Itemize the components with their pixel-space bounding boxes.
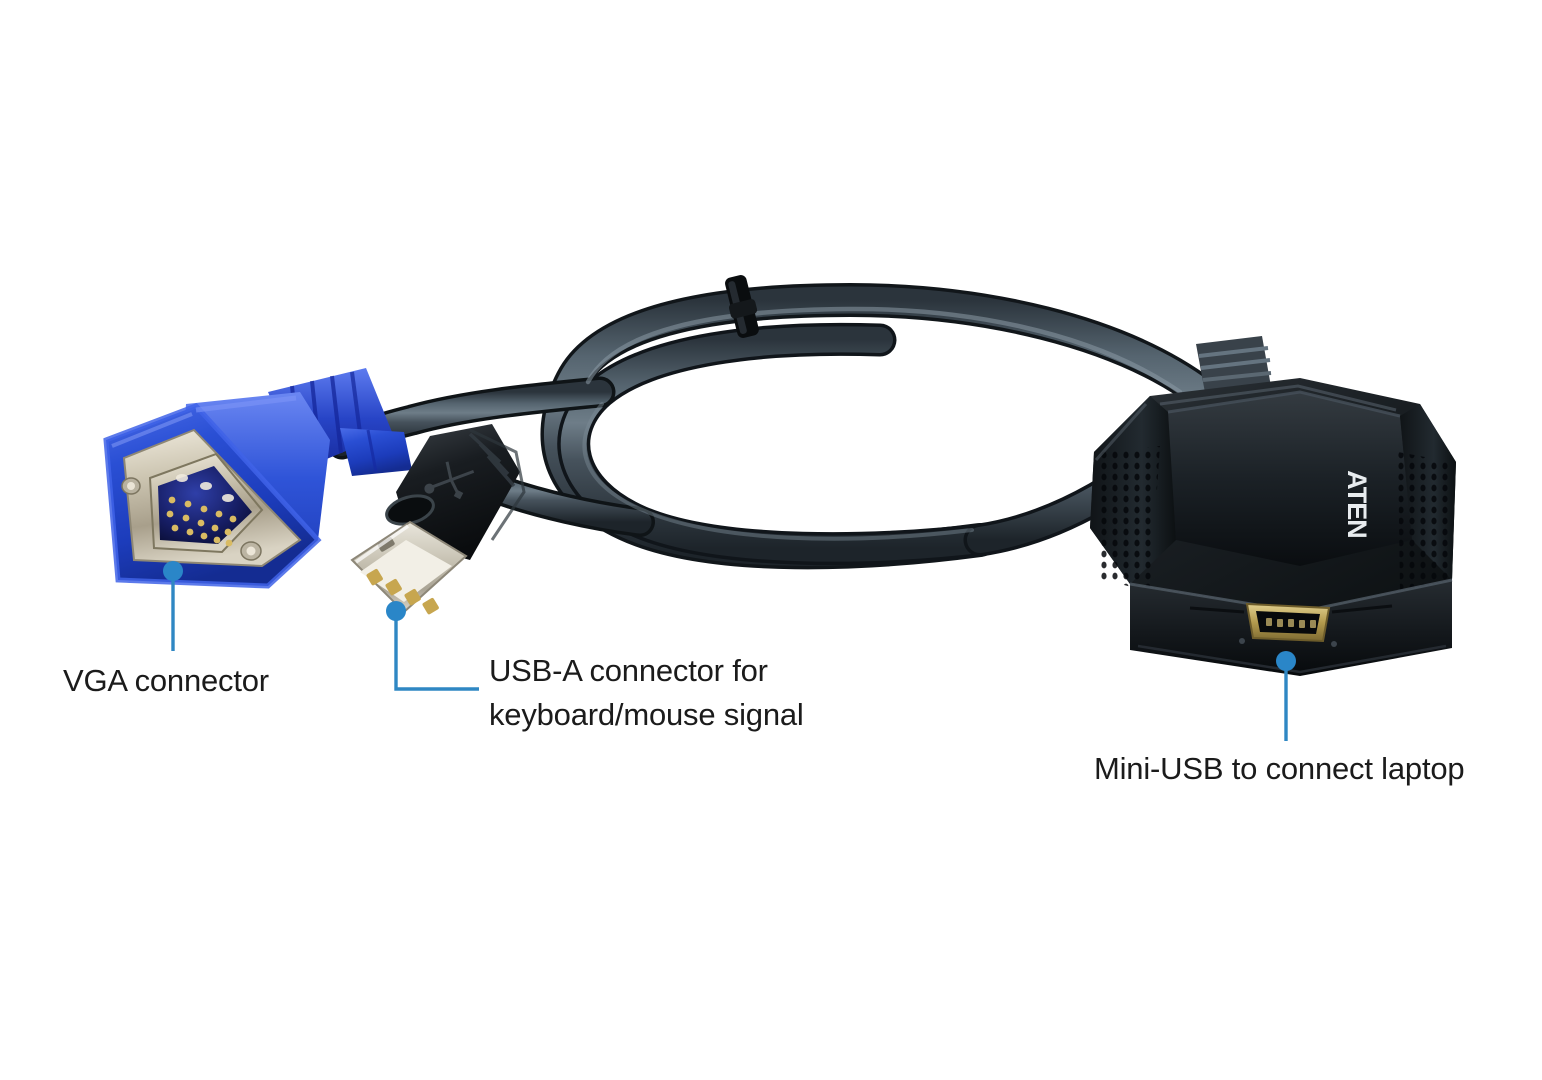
callout-label-mini-usb: Mini-USB to connect laptop [1094, 751, 1465, 786]
callout-leaders [163, 561, 1296, 741]
usb-insulator [360, 540, 452, 602]
usb-grip-recess [385, 494, 435, 526]
callout-leader-vga [163, 561, 183, 651]
usb-a-connector [350, 424, 526, 615]
aten-brand-logo: ATEN [1342, 470, 1372, 538]
callout-leader-mini-usb [1276, 651, 1296, 741]
mini-usb-contacts [1266, 618, 1316, 628]
usb-contacts [366, 568, 439, 615]
adapter-module: ATEN [1090, 336, 1456, 676]
svg-text:ATEN: ATEN [1342, 470, 1372, 538]
vga-secondary-sleeve [340, 428, 412, 476]
callout-label-usb-a: USB-A connector for keyboard/mouse signal [489, 649, 804, 737]
mini-usb-port [1189, 602, 1393, 647]
vga-pins [166, 496, 237, 547]
vga-thumbscrew-right [240, 541, 262, 561]
callout-label-usb-a-line2: keyboard/mouse signal [489, 697, 804, 732]
vga-connector [103, 368, 412, 589]
usb-trident-icon [424, 461, 475, 500]
callout-leader-usb-a [386, 601, 479, 691]
vent-grille-right [1398, 452, 1452, 592]
cable-tie [725, 275, 759, 338]
vga-thumbscrew-left [121, 477, 141, 495]
callout-label-vga: VGA connector [63, 663, 269, 698]
callout-label-usb-a-line1: USB-A connector for [489, 653, 768, 688]
vent-grille-left [1098, 446, 1160, 592]
vga-dsub-shell [148, 452, 264, 554]
adapter-strain-relief [1196, 336, 1272, 398]
usb-strain-relief [468, 432, 516, 488]
